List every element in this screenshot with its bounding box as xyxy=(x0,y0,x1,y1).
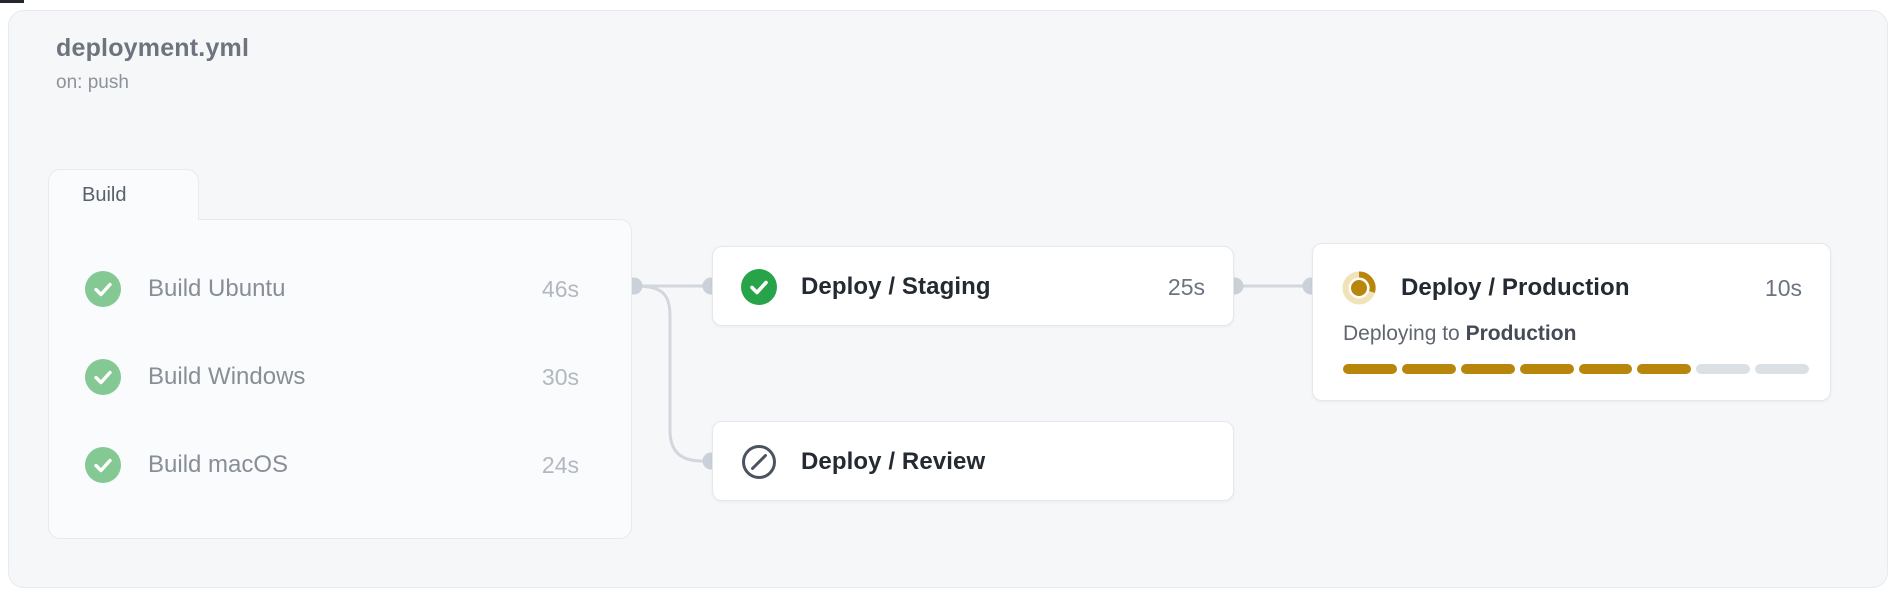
deploy-progress-bar xyxy=(1343,364,1809,374)
workflow-title: deployment.yml xyxy=(56,34,250,62)
job-card-deploy-review[interactable]: Deploy / Review xyxy=(712,421,1234,501)
job-row-build-windows[interactable]: Build Windows 30s xyxy=(85,333,579,421)
job-name: Deploy / Staging xyxy=(801,273,991,300)
job-name: Deploy / Production xyxy=(1401,274,1630,301)
job-duration: 10s xyxy=(1764,274,1802,301)
progress-segment xyxy=(1401,364,1456,374)
job-name: Build Ubuntu xyxy=(148,275,286,302)
screen-edge-artifact xyxy=(0,0,24,3)
progress-segment xyxy=(1696,364,1751,374)
job-row-build-macos[interactable]: Build macOS 24s xyxy=(85,421,579,509)
deploy-status-prefix: Deploying to xyxy=(1343,322,1466,345)
job-duration: 30s xyxy=(541,363,579,390)
check-circle-icon xyxy=(85,271,121,307)
build-group-tab[interactable]: Build xyxy=(48,169,199,220)
build-group: Build Ubuntu 46s Build Windows 30s Build… xyxy=(48,219,632,539)
check-circle-icon xyxy=(85,359,121,395)
progress-segment xyxy=(1343,364,1397,374)
job-name: Deploy / Review xyxy=(801,448,986,475)
job-card-deploy-staging[interactable]: Deploy / Staging 25s xyxy=(712,246,1234,326)
deploy-status-text: Deploying to Production xyxy=(1313,322,1830,346)
job-duration: 25s xyxy=(1167,273,1205,300)
skipped-circle-icon xyxy=(742,445,776,479)
job-card-deploy-production[interactable]: Deploy / Production 10s Deploying to Pro… xyxy=(1312,243,1831,401)
progress-segment xyxy=(1519,364,1574,374)
job-name: Build macOS xyxy=(148,451,289,478)
build-group-label: Build xyxy=(82,183,127,206)
progress-segment xyxy=(1460,364,1515,374)
deploy-status-target: Production xyxy=(1465,322,1577,345)
job-name: Build Windows xyxy=(148,363,306,390)
workflow-trigger: on: push xyxy=(56,72,129,93)
progress-segment xyxy=(1637,364,1692,374)
progress-segment xyxy=(1578,364,1633,374)
job-duration: 24s xyxy=(541,451,579,478)
job-row-build-ubuntu[interactable]: Build Ubuntu 46s xyxy=(85,245,579,333)
progress-segment xyxy=(1755,364,1809,374)
check-circle-icon xyxy=(741,269,777,305)
job-duration: 46s xyxy=(541,275,579,302)
check-circle-icon xyxy=(85,447,121,483)
in-progress-icon xyxy=(1342,271,1376,305)
